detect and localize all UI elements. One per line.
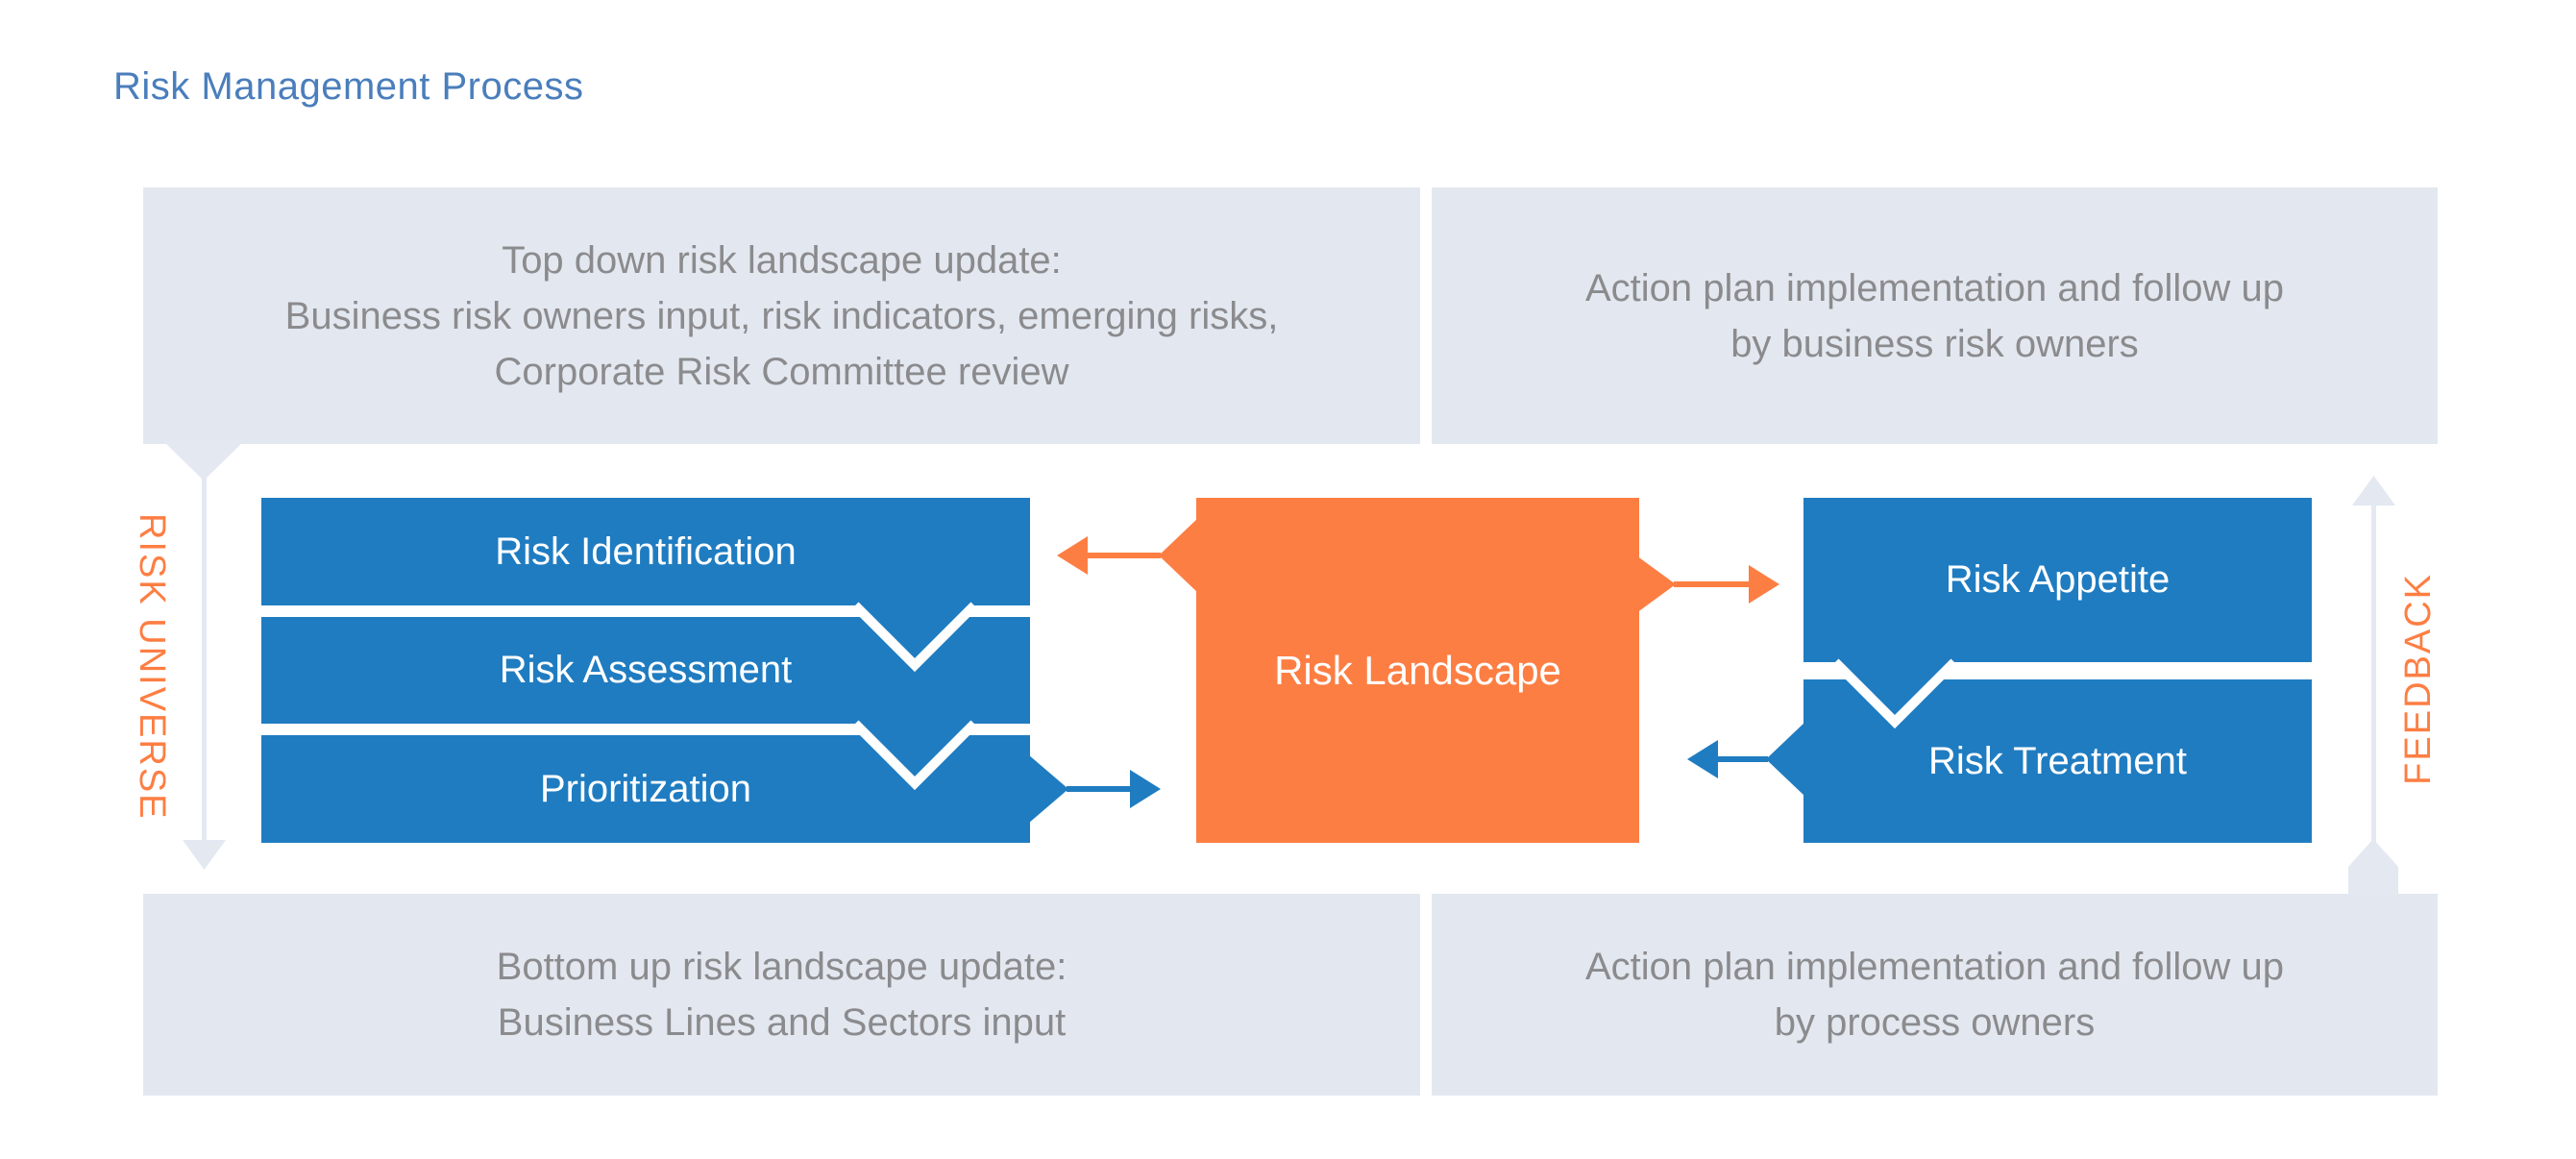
quadrant-text-line: Top down risk landscape update:	[502, 238, 1062, 282]
step-risk-identification: Risk Identification	[261, 498, 1030, 605]
risk-landscape-box: Risk Landscape	[1196, 498, 1639, 843]
step-risk-appetite: Risk Appetite	[1803, 498, 2312, 662]
arrow-treatment-to-landscape	[1687, 740, 1768, 778]
arrow-line	[1674, 581, 1751, 587]
arrow-line	[1067, 786, 1132, 792]
feedback-label: FEEDBACK	[2398, 573, 2439, 785]
up-arrow-neck	[2348, 839, 2398, 895]
page-title: Risk Management Process	[113, 65, 584, 108]
down-arrow-line	[202, 478, 207, 845]
arrow-line	[1716, 756, 1768, 762]
quadrant-text-line: Corporate Risk Committee review	[494, 350, 1069, 393]
landscape-left-point	[1159, 517, 1199, 594]
quadrant-text-line: by process owners	[1774, 1001, 2096, 1044]
quadrant-text-line: Business Lines and Sectors input	[497, 1001, 1067, 1044]
quadrant-text-line: Action plan implementation and follow up	[1584, 946, 2285, 988]
left-arrowhead-icon	[1057, 536, 1088, 575]
step-risk-treatment: Risk Treatment	[1803, 679, 2312, 843]
down-arrow-neck	[163, 441, 244, 481]
arrow-line	[1086, 553, 1161, 558]
feedback-up-arrow	[2348, 476, 2398, 895]
arrow-prioritization-to-landscape	[1067, 770, 1161, 808]
treatment-output-point	[1766, 722, 1805, 797]
quadrant-top-down-update: Top down risk landscape update: Business…	[143, 187, 1420, 444]
prioritization-output-point	[1028, 754, 1068, 824]
arrow-landscape-to-identification	[1057, 536, 1161, 575]
up-arrowhead-icon	[2352, 476, 2395, 506]
quadrant-bottom-up-update: Bottom up risk landscape update: Busines…	[143, 894, 1420, 1096]
landscape-right-point	[1636, 555, 1676, 613]
down-arrowhead-icon	[183, 840, 226, 870]
step-risk-assessment: Risk Assessment	[261, 617, 1030, 724]
quadrant-action-plan-business: Action plan implementation and follow up…	[1432, 187, 2438, 444]
arrow-landscape-to-appetite	[1674, 565, 1779, 604]
quadrant-text-line: Business risk owners input, risk indicat…	[284, 294, 1279, 337]
quadrant-text-line: Bottom up risk landscape update:	[496, 946, 1067, 988]
up-arrow-line	[2371, 504, 2376, 842]
risk-universe-label: RISK UNIVERSE	[132, 513, 172, 821]
step-prioritization: Prioritization	[261, 735, 1030, 843]
quadrant-text-line: Action plan implementation and follow up	[1584, 266, 2285, 309]
quadrant-text-line: by business risk owners	[1730, 322, 2139, 365]
right-arrowhead-icon	[1130, 770, 1161, 808]
left-arrowhead-icon	[1687, 740, 1718, 778]
right-arrowhead-icon	[1749, 565, 1779, 604]
risk-universe-down-arrow	[163, 441, 244, 870]
quadrant-action-plan-process: Action plan implementation and follow up…	[1432, 894, 2438, 1096]
